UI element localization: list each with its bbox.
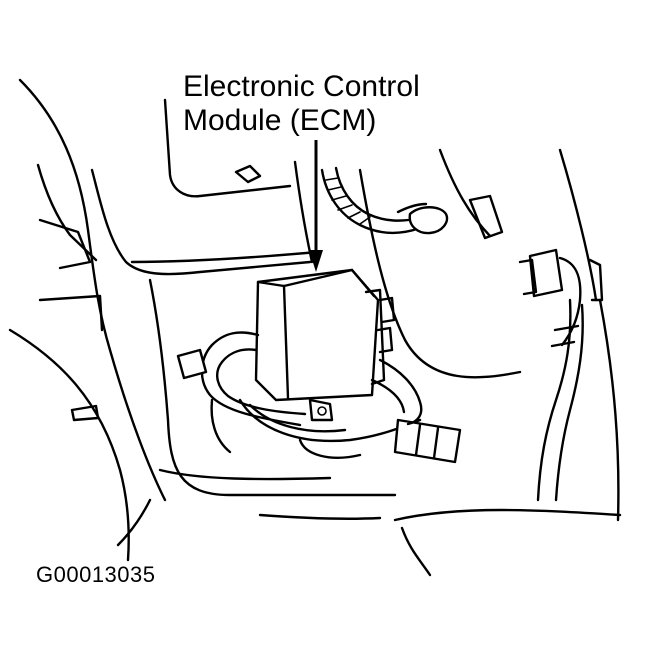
lower-dash-floor xyxy=(116,278,397,547)
ecm-callout-label: Electronic Control Module (ECM) xyxy=(183,70,420,138)
figure-id: G00013035 xyxy=(36,562,156,587)
callout-line-2: Module (ECM) xyxy=(183,104,377,137)
ecm-wiring-harness xyxy=(176,331,462,464)
callout-line-1: Electronic Control xyxy=(183,70,420,103)
callout-leader-arrow xyxy=(309,140,323,272)
ecm-module xyxy=(254,268,396,422)
upper-wiring-harness xyxy=(320,166,449,235)
right-console-panel xyxy=(358,148,622,577)
right-wiring-harness xyxy=(518,248,584,502)
left-body-panel xyxy=(8,78,167,562)
